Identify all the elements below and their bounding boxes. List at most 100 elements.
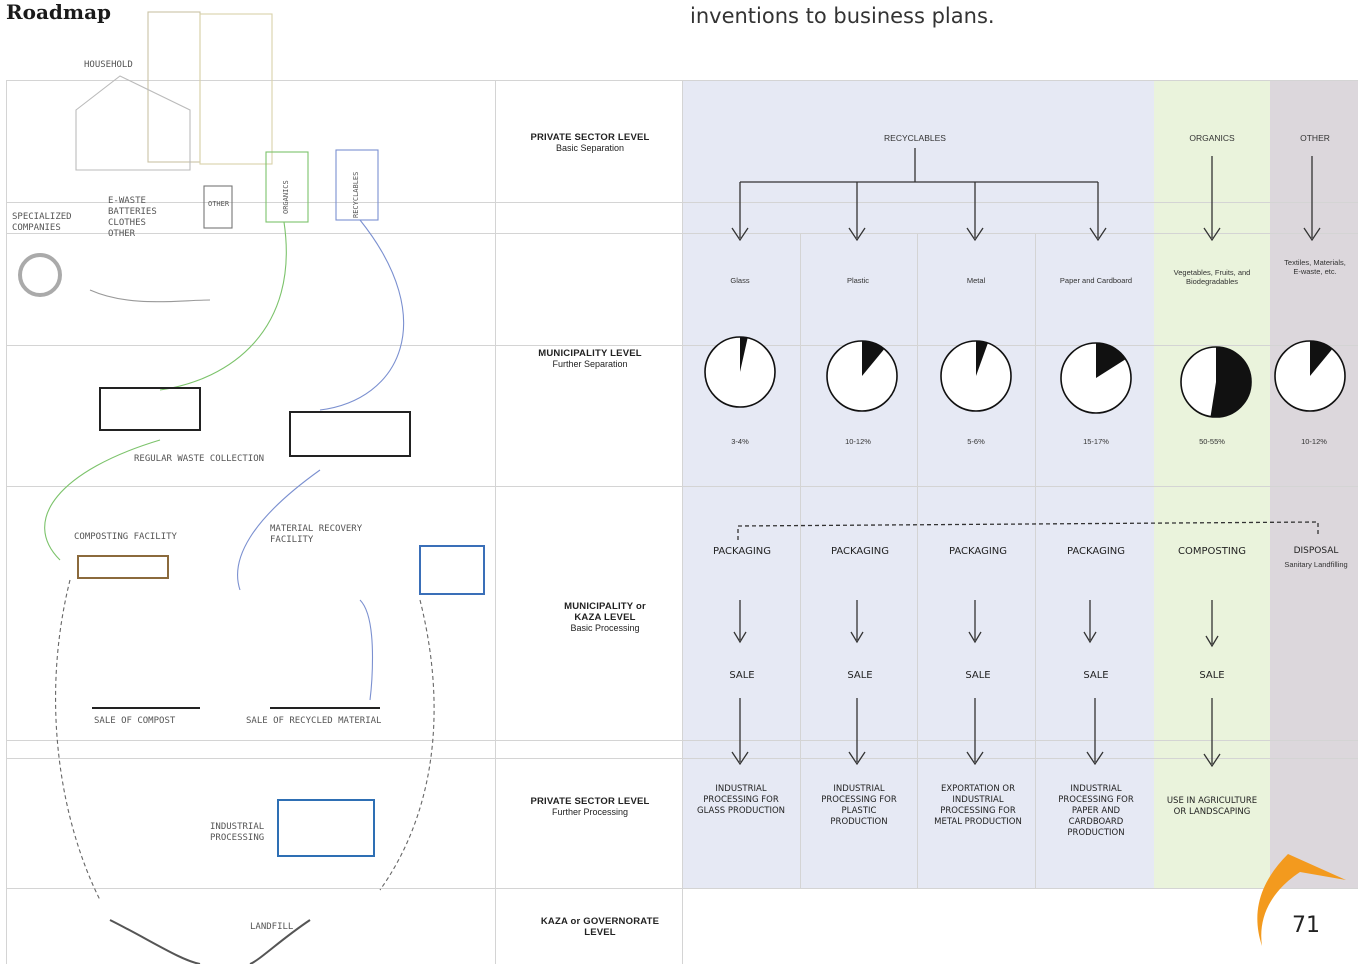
compost-icon (77, 555, 169, 579)
material-name: Metal (966, 276, 986, 285)
house-icon (75, 75, 191, 171)
arrow-head (1203, 227, 1221, 242)
final-use: EXPORTATION or INDUSTRIAL PROCESSING for… (934, 784, 1022, 827)
sketch-label: HOUSEHOLD (84, 60, 133, 70)
group-header-recyclables: RECYCLABLES (884, 133, 946, 143)
share-label: 5-6% (967, 437, 985, 446)
grid-divider (1035, 233, 1036, 888)
share-pie-slice (1310, 341, 1333, 376)
sketch-label: ORGANICS (282, 180, 290, 214)
industrial-icon (277, 799, 375, 857)
sale-label: SALE (1083, 670, 1109, 681)
bales-icon (419, 545, 485, 595)
level-name: KAZA or GOVERNORATE LEVEL (540, 916, 660, 938)
sale-label: SALE (965, 670, 991, 681)
level-name: PRIVATE SECTOR LEVEL (530, 796, 650, 807)
sketch-label: MATERIAL RECOVERY FACILITY (270, 524, 363, 545)
process-step: DISPOSAL (1293, 546, 1339, 556)
intro-text: inventions to business plans. (690, 4, 995, 28)
share-label: 3-4% (731, 437, 749, 446)
accent-swoosh (1257, 854, 1346, 946)
sketch-label: RECYCLABLES (352, 171, 360, 218)
material-name: Vegetables, Fruits, and Biodegradables (1173, 268, 1251, 286)
final-use: USE in AGRICULTURE or LANDSCAPING (1166, 796, 1258, 817)
level-sub: Further Separation (552, 359, 628, 369)
process-step-sub: Sanitary Landfilling (1284, 560, 1348, 569)
sale-label: SALE (1199, 670, 1225, 681)
truck-icon (289, 411, 411, 457)
grid-divider (6, 80, 7, 964)
landfill-icon (109, 919, 201, 964)
building-icon (199, 13, 273, 165)
level-name: MUNICIPALITY or KAZA LEVEL (564, 601, 646, 623)
level-label: KAZA or GOVERNORATE LEVEL (540, 916, 660, 938)
sketch-label: INDUSTRIAL PROCESSING (210, 822, 265, 843)
other-column-bg (1270, 80, 1358, 888)
final-use: INDUSTRIAL PROCESSING for PAPER and CARD… (1058, 784, 1134, 838)
building-icon (147, 11, 201, 163)
process-arrows (731, 600, 1221, 768)
arrow-head (731, 227, 749, 242)
arrow-head (1089, 227, 1107, 242)
level-sub: Basic Processing (570, 623, 640, 633)
process-step: PACKAGING (1066, 546, 1125, 557)
arrow-head (1303, 227, 1321, 242)
sale-label: SALE (729, 670, 755, 681)
process-step: PACKAGING (948, 546, 1007, 557)
sale-label: SALE (847, 670, 873, 681)
share-label: 50-55% (1199, 437, 1225, 446)
share-pie-slice (1096, 343, 1126, 378)
truck-icon (99, 387, 201, 431)
sketch-label: E-WASTE BATTERIES CLOTHES OTHER (108, 196, 157, 239)
final-use: INDUSTRIAL PROCESSING for PLASTIC PRODUC… (821, 784, 897, 827)
level-sub: Further Processing (551, 807, 629, 817)
process-step: PACKAGING (712, 546, 771, 557)
sketch-label: SALE OF COMPOST (94, 716, 176, 726)
material-name: Plastic (846, 276, 870, 285)
material-name: Paper and Cardboard (1059, 276, 1133, 285)
share-label: 10-12% (1301, 437, 1327, 446)
grid-divider (917, 233, 918, 888)
level-sub: Basic Separation (555, 143, 625, 153)
share-pie-slice (976, 341, 988, 376)
arrow-head (966, 227, 984, 242)
recyclables-column-bg (682, 80, 1154, 888)
group-header-organics: ORGANICS (1189, 133, 1235, 143)
grid-divider (495, 80, 496, 964)
sketch-label: REGULAR WASTE COLLECTION (134, 454, 265, 464)
grid-divider (682, 80, 683, 964)
sketch-label: OTHER (208, 200, 230, 208)
organics-bin-icon (265, 151, 309, 223)
sketch-label: COMPOSTING FACILITY (74, 532, 177, 542)
dashed-connector (737, 521, 1319, 540)
sketch-label: LANDFILL (250, 922, 294, 932)
sketch-label: SPECIALIZED COMPANIES (12, 212, 72, 233)
share-label: 15-17% (1083, 437, 1109, 446)
process-step: COMPOSTING (1177, 546, 1247, 557)
material-name: Textiles, Materials, E-waste, etc. (1284, 258, 1346, 276)
share-pie-slice (740, 337, 748, 372)
level-name: MUNICIPALITY LEVEL (538, 348, 642, 359)
level-name: PRIVATE SECTOR LEVEL (530, 132, 650, 143)
page-number: 71 (1292, 913, 1320, 938)
group-header-other: OTHER (1300, 133, 1330, 143)
sketch-illustration (18, 11, 485, 964)
arrow-head (848, 227, 866, 242)
final-use: INDUSTRIAL PROCESSING for GLASS PRODUCTI… (697, 784, 785, 816)
other-bin-icon (203, 185, 233, 229)
recycle-icon (18, 253, 62, 297)
sketch-label: SALE OF RECYCLED MATERIAL (246, 716, 382, 726)
share-pie-slice (1210, 347, 1251, 417)
material-name: Glass (730, 276, 750, 285)
grid-divider (800, 233, 801, 888)
share-pie-slice (862, 341, 885, 376)
recyclables-bin-icon (335, 149, 379, 221)
share-label: 10-12% (845, 437, 871, 446)
process-step: PACKAGING (830, 546, 889, 557)
page-title: Roadmap (6, 0, 112, 24)
